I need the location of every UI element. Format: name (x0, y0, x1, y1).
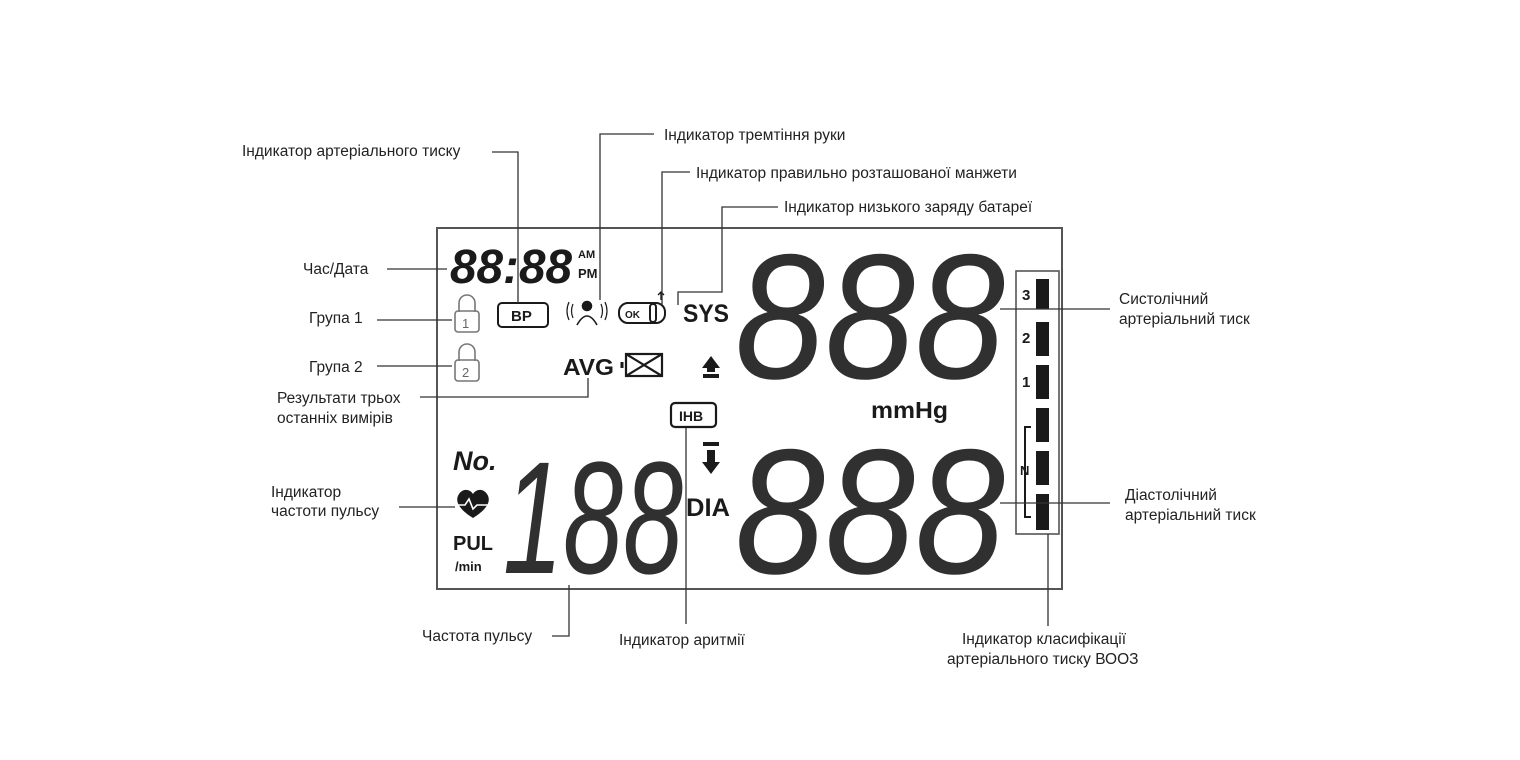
label-avg-results-line1: Результати трьох (277, 390, 401, 407)
cuff-ok-label: OK (625, 310, 641, 321)
cuff-icon: OK (618, 291, 666, 324)
pm-label: PM (578, 266, 598, 281)
am-label: AM (578, 249, 595, 261)
who-scale: 3 2 1 N (1015, 270, 1060, 535)
ihb-badge-frame (669, 401, 718, 429)
group-2-number: 2 (462, 365, 469, 380)
label-pulse-rate: Частота пульсу (422, 628, 532, 645)
label-bp-indicator: Індикатор артеріального тиску (242, 143, 461, 160)
bp-badge: BP (511, 308, 532, 325)
clock-display: 88:88 (450, 241, 572, 294)
label-pulse-indicator-line1: Індикатор (271, 484, 341, 501)
sys-label: SYS (683, 300, 729, 328)
label-diastolic-line1: Діастолічний (1125, 487, 1217, 504)
mmhg-label: mmHg (871, 397, 948, 423)
leader-lines (377, 133, 1110, 637)
who-level-3: 3 (1022, 287, 1030, 304)
label-arrhythmia: Індикатор аритмії (619, 632, 746, 649)
padlock-1-icon: 1 (454, 294, 480, 333)
bp-badge-frame (497, 302, 549, 328)
label-who-class-line2: артеріального тиску ВООЗ (947, 651, 1139, 668)
no-label: No. (453, 446, 497, 476)
systolic-digits: 888 (735, 217, 1005, 416)
label-who-class-line1: Індикатор класифікації (962, 631, 1127, 648)
group-1-number: 1 (462, 316, 469, 331)
avg-label: AVG (563, 354, 614, 380)
lcd-frame (436, 227, 1063, 590)
label-systolic-line1: Систолічний (1119, 291, 1208, 308)
per-min-label: /min (455, 559, 482, 574)
label-time-date: Час/Дата (303, 261, 369, 278)
label-cuff-position: Індикатор правильно розташованої манжети (696, 165, 1017, 182)
label-group-1: Група 1 (309, 310, 363, 327)
who-level-1: 1 (1022, 374, 1030, 391)
label-pulse-indicator-line2: частоти пульсу (271, 503, 379, 520)
label-hand-tremor: Індикатор тремтіння руки (664, 127, 845, 144)
padlock-2-icon: 2 (454, 343, 480, 382)
dia-label: DIA (686, 494, 730, 522)
who-level-2: 2 (1022, 330, 1030, 347)
ihb-badge: IHB (679, 408, 703, 424)
label-group-2: Група 2 (309, 359, 363, 376)
label-diastolic-line2: артеріальний тиск (1125, 507, 1256, 524)
battery-crossed-icon (620, 352, 664, 378)
arrow-up-icon (702, 356, 720, 378)
label-low-battery: Індикатор низького заряду батареї (784, 199, 1033, 216)
heart-pulse-icon (455, 489, 491, 518)
pulse-digits: 188 (503, 428, 683, 607)
pul-label: PUL (453, 533, 493, 555)
label-systolic-line2: артеріальний тиск (1119, 311, 1250, 328)
arrow-down-icon (702, 442, 720, 474)
diastolic-digits: 888 (735, 412, 1005, 611)
tremor-person-icon (566, 300, 608, 326)
label-avg-results-line2: останніх вимірів (277, 410, 393, 427)
